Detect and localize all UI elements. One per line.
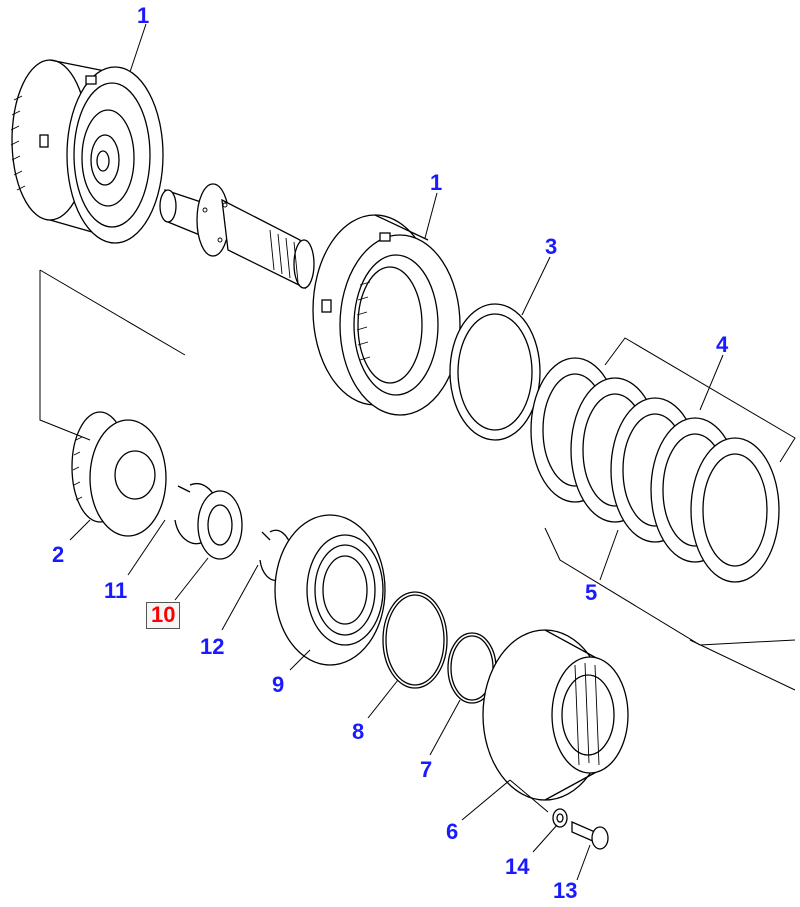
part-14-washer[interactable] xyxy=(552,808,568,828)
part-2-bracket xyxy=(39,269,186,441)
part-6-housing[interactable] xyxy=(482,629,629,801)
part-3-thrust-washer[interactable] xyxy=(449,303,541,441)
part-label-1-top[interactable]: 1 xyxy=(137,3,150,28)
part-13-bolt[interactable] xyxy=(571,821,609,850)
part-8-o-ring[interactable] xyxy=(382,591,448,689)
part-10-bearing[interactable] xyxy=(197,490,243,560)
part-1-hub-assembly[interactable] xyxy=(10,59,164,244)
part-label-6[interactable]: 6 xyxy=(446,819,459,844)
part-label-14[interactable]: 14 xyxy=(505,854,530,879)
part-label-1-center[interactable]: 1 xyxy=(430,170,443,195)
part-label-2[interactable]: 2 xyxy=(52,542,65,567)
part-label-3[interactable]: 3 xyxy=(545,234,558,259)
part-label-10[interactable]: 10 xyxy=(146,602,181,629)
part-1-ring-carrier[interactable] xyxy=(312,214,461,416)
part-label-8[interactable]: 8 xyxy=(352,719,365,744)
part-2-gear-hub[interactable] xyxy=(71,411,167,537)
part-label-9[interactable]: 9 xyxy=(272,672,285,697)
part-label-7[interactable]: 7 xyxy=(420,757,433,782)
part-4-5-clutch-disc-pack[interactable] xyxy=(530,337,796,691)
part-label-5[interactable]: 5 xyxy=(585,580,598,605)
part-label-13[interactable]: 13 xyxy=(553,878,578,903)
part-9-piston[interactable] xyxy=(274,514,386,666)
part-label-12[interactable]: 12 xyxy=(200,634,225,659)
leader-lines xyxy=(69,23,724,881)
part-label-11[interactable]: 11 xyxy=(104,578,128,603)
part-label-4[interactable]: 4 xyxy=(716,332,729,357)
output-shaft xyxy=(159,183,315,290)
